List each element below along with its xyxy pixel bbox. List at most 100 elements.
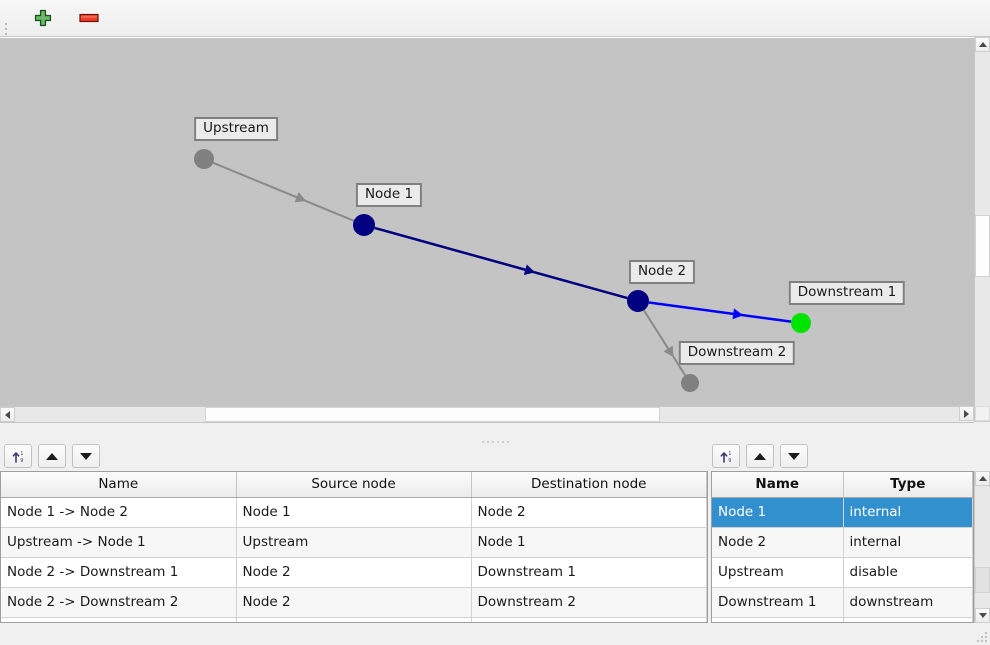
node-name-cell[interactable]: Node 1	[712, 497, 844, 528]
scroll-right-button[interactable]	[959, 406, 974, 421]
graph-node-label-downstream1[interactable]: Downstream 1	[788, 281, 906, 305]
sort-icon: 1 9	[720, 451, 731, 464]
edges-move-up-button[interactable]	[38, 444, 66, 468]
edge-source-cell[interactable]: Node 1	[236, 497, 472, 528]
nodes-sort-button[interactable]: 1 9	[712, 444, 740, 468]
edge-source-cell[interactable]: Node 2	[236, 557, 472, 588]
edges-panel-toolbar: 1 9	[4, 444, 100, 468]
triangle-up-icon	[46, 452, 58, 460]
resize-grip-icon[interactable]	[975, 630, 987, 642]
graph-node-node1[interactable]	[353, 214, 375, 236]
edge-name-cell[interactable]: Node 2 -> Downstream 1	[1, 557, 237, 588]
nodes-move-down-button[interactable]	[780, 444, 808, 468]
triangle-down-icon	[80, 452, 92, 460]
remove-node-button[interactable]	[74, 4, 104, 32]
plus-icon	[34, 9, 52, 27]
triangle-up-icon	[978, 476, 987, 481]
graph-node-label-downstream2[interactable]: Downstream 2	[678, 341, 796, 365]
node-type-cell[interactable]: internal	[843, 497, 973, 528]
column-header-name[interactable]: Name	[1, 472, 237, 498]
node-name-cell[interactable]: Upstream	[712, 557, 844, 588]
arrowhead-icon-node1-node2	[523, 264, 535, 276]
edge-name-cell[interactable]: Upstream -> Node 1	[1, 527, 237, 558]
arrowhead-icon-node2-downstream2	[663, 345, 674, 357]
column-header-name[interactable]: Name	[712, 472, 844, 498]
graph-node-downstream2[interactable]	[681, 374, 699, 392]
column-header-type[interactable]: Type	[843, 472, 973, 498]
arrowhead-icon-upstream-node1	[294, 192, 306, 203]
graph-node-label-node2[interactable]: Node 2	[628, 260, 696, 284]
svg-text:9: 9	[20, 458, 23, 464]
triangle-up-icon	[754, 452, 766, 460]
edges-move-down-button[interactable]	[72, 444, 100, 468]
main-toolbar	[0, 0, 990, 37]
edges-sort-button[interactable]: 1 9	[4, 444, 32, 468]
triangle-up-icon	[978, 42, 987, 47]
edge-destination-cell[interactable]: Node 1	[471, 527, 707, 558]
status-bar	[0, 623, 990, 645]
triangle-down-icon	[978, 613, 987, 618]
graph-edge-upstream-node1[interactable]	[212, 161, 355, 222]
graph-edge-node2-downstream1[interactable]	[648, 301, 792, 323]
graph-node-label-node1[interactable]: Node 1	[355, 183, 423, 207]
graph-node-node2[interactable]	[627, 290, 649, 312]
node-type-cell[interactable]: downstream	[843, 587, 973, 618]
edge-name-cell[interactable]: Node 1 -> Node 2	[1, 497, 237, 528]
vscroll-thumb[interactable]	[975, 215, 990, 277]
graph-edge-node2-downstream2[interactable]	[643, 309, 687, 376]
graph-edges-layer	[212, 161, 792, 376]
nodes-scroll-up-button[interactable]	[975, 471, 990, 486]
minus-icon	[79, 13, 99, 23]
node-type-cell[interactable]: internal	[843, 527, 973, 558]
edge-destination-cell[interactable]: Node 2	[471, 497, 707, 528]
triangle-right-icon	[964, 409, 969, 418]
svg-text:1: 1	[20, 451, 23, 457]
edge-destination-cell[interactable]: Downstream 1	[471, 557, 707, 588]
graph-node-upstream[interactable]	[194, 149, 214, 169]
nodes-table-scrollbar[interactable]	[974, 471, 990, 623]
canvas-horizontal-scrollbar[interactable]	[0, 406, 974, 422]
node-type-cell[interactable]: disable	[843, 557, 973, 588]
panel-splitter[interactable]	[0, 438, 990, 446]
svg-text:1: 1	[728, 451, 731, 457]
triangle-down-icon	[788, 452, 800, 460]
column-header-source-node[interactable]: Source node	[236, 472, 472, 498]
graph-edge-node1-node2[interactable]	[374, 226, 628, 300]
nodes-scroll-down-button[interactable]	[975, 608, 990, 623]
hscroll-thumb[interactable]	[205, 407, 660, 422]
canvas-vertical-scrollbar[interactable]	[974, 37, 990, 422]
graph-node-downstream1[interactable]	[791, 313, 811, 333]
edge-source-cell[interactable]: Upstream	[236, 527, 472, 558]
node-name-cell[interactable]: Downstream 1	[712, 587, 844, 618]
edge-source-cell[interactable]: Node 2	[236, 587, 472, 618]
edge-destination-cell[interactable]: Downstream 2	[471, 587, 707, 618]
nodes-vscroll-thumb[interactable]	[975, 567, 990, 593]
table-row-empty	[712, 617, 973, 622]
scroll-left-button[interactable]	[0, 407, 15, 422]
edge-name-cell[interactable]: Node 2 -> Downstream 2	[1, 587, 237, 618]
graph-node-label-upstream[interactable]: Upstream	[194, 117, 278, 141]
sort-icon: 1 9	[12, 451, 23, 464]
nodes-move-up-button[interactable]	[746, 444, 774, 468]
column-header-destination-node[interactable]: Destination node	[471, 472, 707, 498]
nodes-panel-toolbar: 1 9	[712, 444, 808, 468]
scroll-up-button[interactable]	[975, 37, 990, 52]
toolbar-grip[interactable]	[3, 7, 13, 29]
scrollbar-corner	[975, 406, 990, 421]
add-node-button[interactable]	[28, 4, 58, 32]
node-name-cell[interactable]: Node 2	[712, 527, 844, 558]
table-row-empty	[1, 617, 707, 622]
